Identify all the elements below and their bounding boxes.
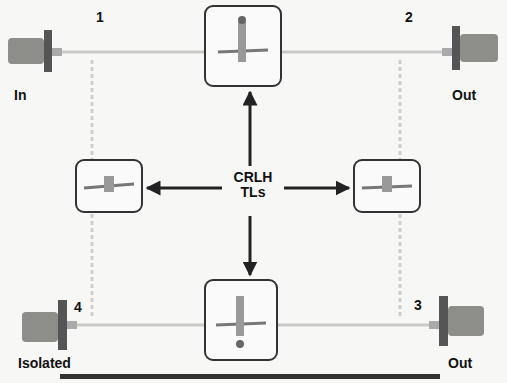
port-label: 1 bbox=[96, 10, 104, 25]
port-label: In bbox=[14, 88, 26, 103]
connector-pin bbox=[52, 48, 62, 56]
inset-right bbox=[354, 160, 420, 212]
connector-body bbox=[22, 312, 58, 342]
connector-2 bbox=[442, 26, 498, 70]
connector-pin bbox=[429, 321, 439, 329]
connector-flange bbox=[58, 300, 67, 350]
port-label: 3 bbox=[414, 298, 422, 313]
connector-flange bbox=[439, 296, 448, 346]
inset-frame bbox=[205, 280, 277, 360]
pointer-arrow bbox=[249, 92, 252, 166]
connector-3 bbox=[429, 296, 484, 346]
crlh-stub bbox=[236, 296, 244, 336]
pointer-arrow bbox=[147, 187, 222, 190]
via bbox=[236, 340, 244, 348]
port-label: 4 bbox=[74, 300, 82, 315]
connector-4 bbox=[22, 300, 77, 350]
crlh-stub bbox=[382, 176, 392, 192]
inset-left bbox=[76, 160, 142, 212]
connector-body bbox=[8, 38, 44, 64]
connector-pin bbox=[442, 48, 452, 56]
connector-1 bbox=[8, 30, 62, 72]
inset-frame bbox=[76, 160, 142, 212]
crlh-stub bbox=[238, 22, 246, 62]
port-label: Isolated bbox=[18, 356, 71, 371]
port-label: Out bbox=[452, 88, 476, 103]
connector-body bbox=[448, 306, 484, 336]
inset-frame bbox=[354, 160, 420, 212]
pointer-arrow bbox=[249, 216, 252, 275]
port-label: 2 bbox=[405, 10, 413, 25]
connector-body bbox=[460, 34, 498, 62]
crlh-stub bbox=[104, 176, 114, 192]
inset-bottom bbox=[205, 280, 277, 360]
bottom-bar bbox=[60, 374, 440, 379]
connector-flange bbox=[44, 30, 52, 72]
inset-top bbox=[205, 6, 281, 86]
pointer-caption: CRLH TLs bbox=[223, 170, 283, 201]
connector-pin bbox=[67, 321, 77, 329]
via bbox=[238, 16, 246, 24]
pointer-arrow bbox=[284, 187, 349, 190]
inset-frame bbox=[205, 6, 281, 86]
port-label: Out bbox=[448, 356, 472, 371]
connector-flange bbox=[452, 26, 460, 70]
